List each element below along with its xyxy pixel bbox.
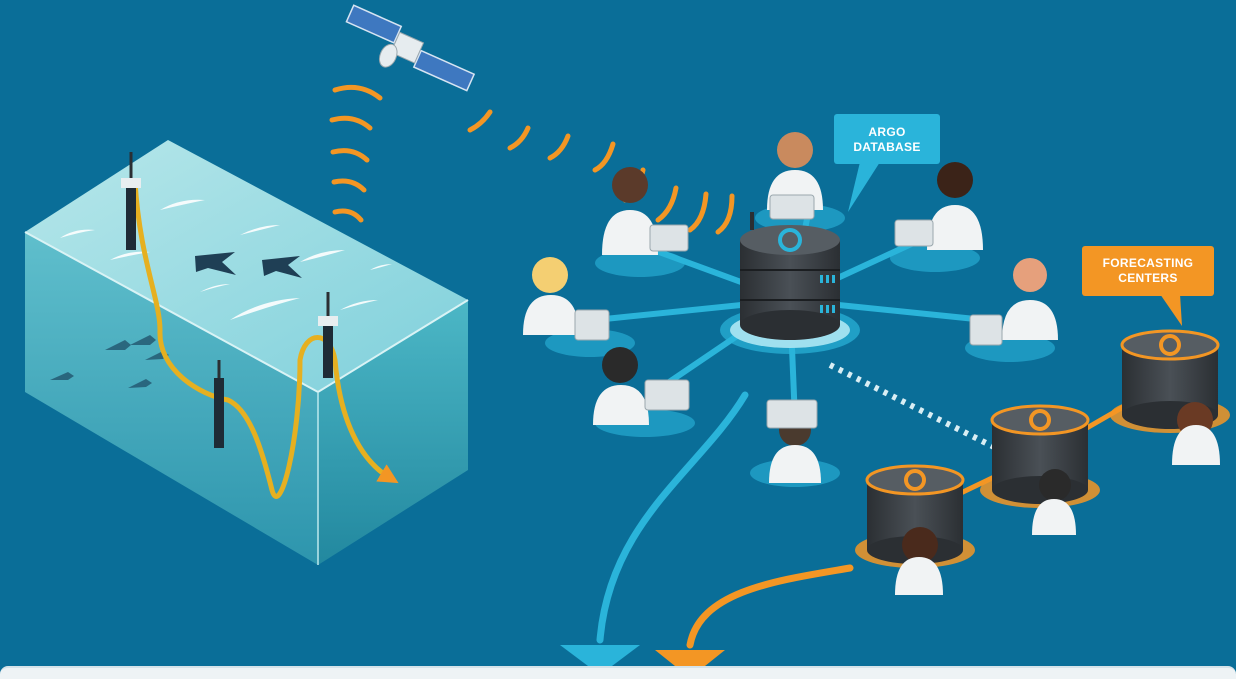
database-server-icon: [1110, 329, 1230, 465]
scientist-avatar-icon: [755, 132, 845, 232]
satellite-icon: [345, 4, 476, 92]
float-trajectory-path: [132, 179, 399, 499]
wave-crests: [60, 199, 392, 320]
profiling-float-icon: [214, 360, 224, 448]
profiling-float-icon: [318, 292, 338, 378]
profiling-float-icon: [121, 152, 141, 250]
data-arrow-cyan: [596, 391, 749, 644]
scientist-avatar-icon: [965, 258, 1058, 362]
database-server-icon: [980, 404, 1100, 535]
data-arrow-orange: [686, 564, 854, 649]
forecast-label-line-1: FORECASTING: [1102, 256, 1194, 270]
argo-database-label: ARGO DATABASE: [834, 114, 940, 164]
scientist-avatar-icon: [750, 399, 840, 487]
satellite-signal-arcs: [329, 84, 735, 235]
dashed-link: [828, 362, 1002, 453]
fish-icon: [50, 335, 169, 388]
forecasting-centers-label: FORECASTING CENTERS: [1082, 246, 1214, 296]
scientist-avatar-icon: [595, 167, 689, 277]
argo-bubble-tail: [848, 162, 880, 212]
scientist-nodes: [523, 132, 1058, 487]
database-server-icon: [855, 464, 975, 595]
manta-ray-icon: [195, 252, 302, 278]
cyan-arrowhead: [560, 645, 640, 675]
bottom-panel: [0, 666, 1236, 679]
argo-label-line-2: DATABASE: [853, 140, 921, 154]
database-server-icon: [720, 212, 860, 354]
forecast-bubble-tail: [1160, 294, 1182, 326]
orange-arrowhead: [655, 650, 725, 678]
argo-label-line-1: ARGO: [868, 125, 906, 139]
ocean-block: [24, 140, 469, 565]
forecast-label-line-2: CENTERS: [1118, 271, 1178, 285]
scientist-avatar-icon: [593, 347, 695, 437]
scientist-avatar-icon: [890, 162, 983, 272]
